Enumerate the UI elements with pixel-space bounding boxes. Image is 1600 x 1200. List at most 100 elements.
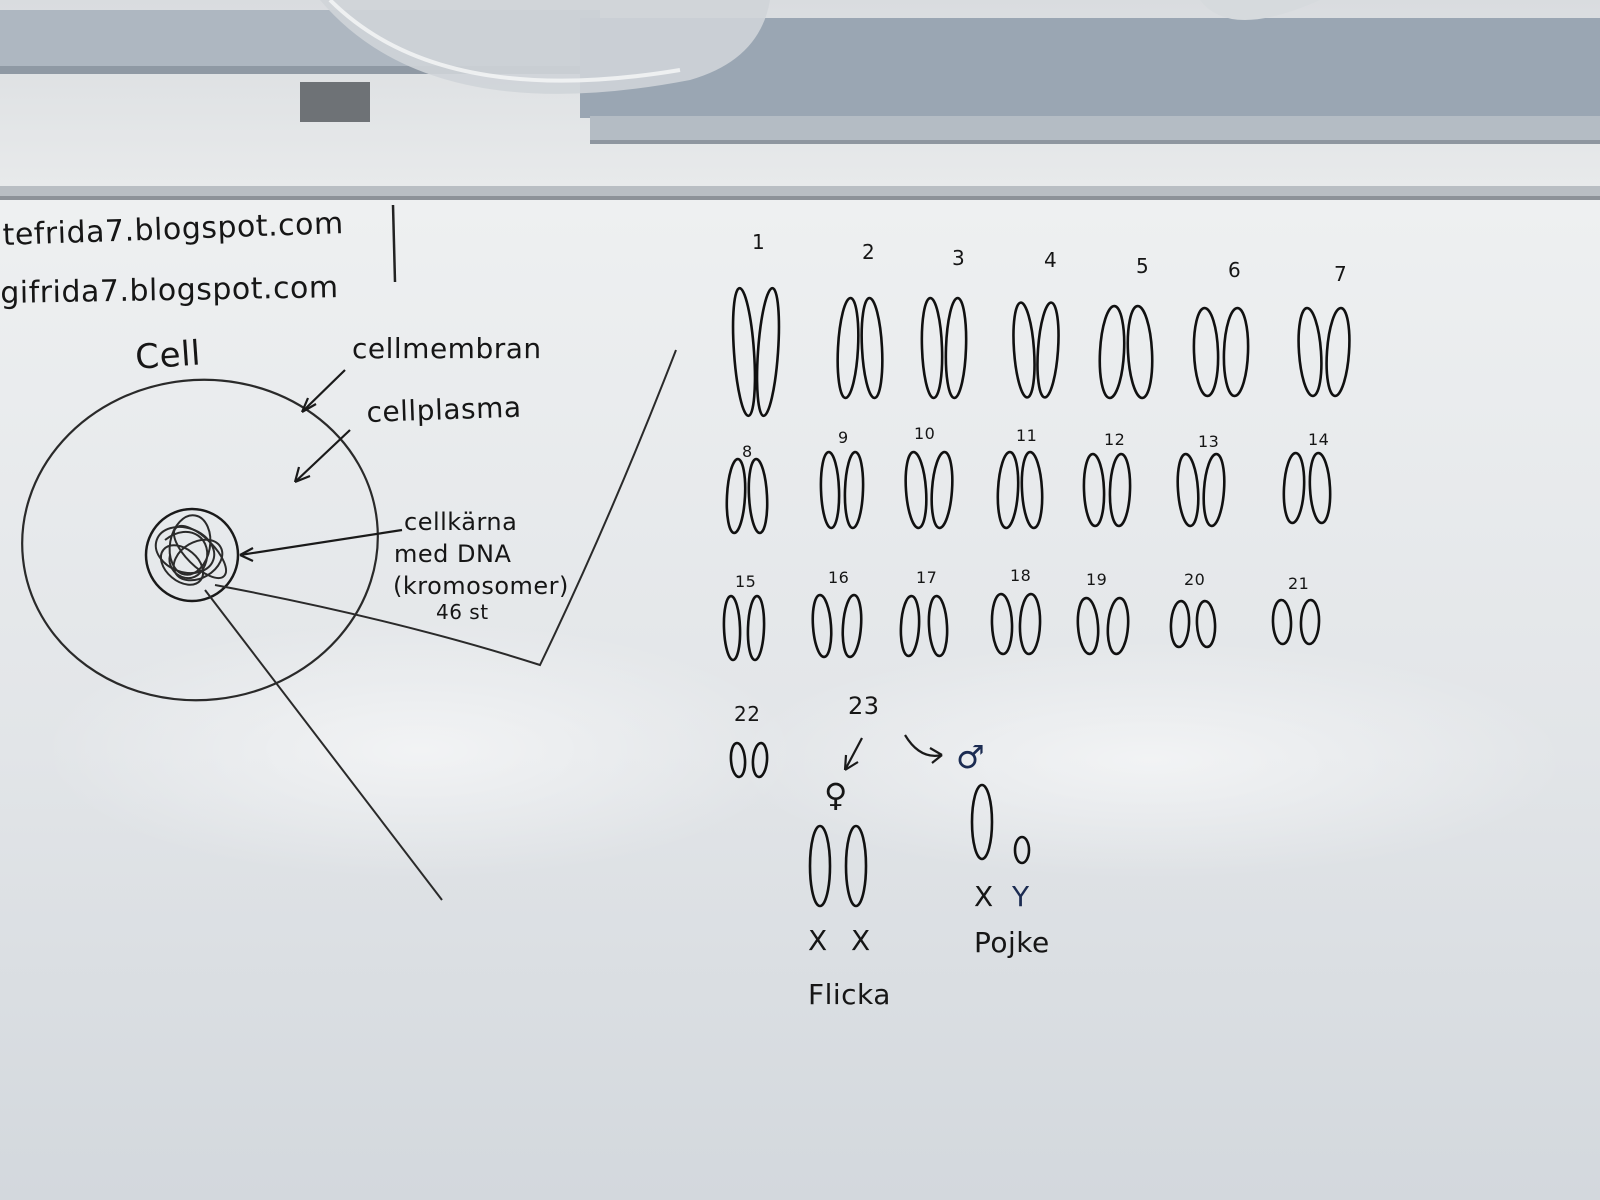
chromosome-8-b (747, 457, 769, 535)
chromosome-16-b (841, 593, 863, 659)
chromosome-pairs (722, 286, 1351, 908)
chromosome-3-a (920, 296, 944, 400)
chromosome-7-a (1297, 306, 1323, 398)
male-y-chromosome (1013, 835, 1031, 865)
chromosome-number-7: 7 (1334, 262, 1348, 286)
chromosome-22-b (751, 741, 769, 779)
chromosome-number-17: 17 (916, 568, 938, 587)
female-x-chromosome-a (808, 824, 832, 908)
nucleus-outline (144, 507, 240, 603)
chromosome-16-a (811, 593, 833, 659)
chromosome-number-2: 2 (862, 240, 876, 264)
chromosome-1-a (731, 286, 757, 418)
chromosome-19-b (1106, 596, 1130, 656)
male-x-chromosome (970, 783, 994, 861)
chromosome-number-12: 12 (1104, 430, 1126, 449)
chromosome-15-b (746, 594, 766, 662)
cell-membrane-label: cellmembran (352, 332, 542, 365)
chromosome-12-b (1108, 452, 1132, 528)
female-x-chromosome-b (844, 824, 868, 908)
female-label: Flicka (808, 978, 891, 1011)
chromosome-number-21: 21 (1288, 574, 1310, 593)
cell-outline (21, 378, 379, 702)
lamp-dome (320, 0, 770, 94)
female-x-letter-2: X (851, 924, 871, 957)
chromosome-17-b (927, 594, 949, 658)
chromosome-number-11: 11 (1016, 426, 1038, 445)
nucleus-label-1: cellkärna (404, 508, 518, 536)
chromosome-2-b (860, 296, 884, 400)
blog-url-2: gifrida7.blogspot.com (0, 270, 339, 311)
male-label: Pojke (974, 926, 1050, 959)
chromosome-number-20: 20 (1184, 570, 1206, 589)
chromosome-number-23: 23 (848, 692, 880, 720)
chromosome-number-14: 14 (1308, 430, 1330, 449)
chromosome-6-b (1222, 306, 1250, 398)
chromosome-7-b (1325, 306, 1351, 398)
zoom-line-lower (204, 589, 443, 901)
chromosome-17-a (899, 594, 921, 658)
chromosome-9-b (843, 450, 865, 530)
chromosome-10-a (904, 450, 928, 530)
chromosome-number-15: 15 (735, 572, 757, 591)
chromosome-number-4: 4 (1044, 248, 1058, 272)
chromosome-20-a (1169, 599, 1191, 649)
nucleus-label-2: med DNA (394, 540, 512, 568)
chromosome-14-b (1308, 451, 1332, 525)
wall-bracket (300, 82, 370, 122)
chromosome-number-16: 16 (828, 568, 850, 587)
chromosome-number-3: 3 (952, 246, 966, 270)
chromosome-4-b (1036, 301, 1060, 399)
chromosome-10-b (930, 450, 954, 530)
chromosome-20-b (1195, 599, 1217, 649)
chromosome-13-b (1202, 452, 1226, 528)
chromosome-22-a (729, 741, 747, 779)
chromosome-11-a (996, 450, 1020, 530)
female-x-letter-1: X (808, 924, 828, 957)
chromosome-1-b (755, 286, 781, 418)
chromosome-number-19: 19 (1086, 570, 1108, 589)
nucleus-label-4: 46 st (436, 600, 489, 624)
chromosome-14-a (1282, 451, 1306, 525)
pair23-arrows (843, 734, 943, 771)
chromosome-18-b (1018, 592, 1042, 656)
cell-title: Cell (134, 333, 203, 378)
male-y-letter: Y (1012, 880, 1030, 913)
chromosome-number-5: 5 (1136, 254, 1150, 278)
chromosome-15-a (722, 594, 742, 662)
chromosome-8-a (725, 457, 747, 535)
chromosome-19-a (1076, 596, 1100, 656)
chromosome-number-8: 8 (742, 442, 753, 461)
dna-scribble (154, 514, 227, 586)
chromosome-number-22: 22 (734, 702, 761, 726)
chromosome-12-a (1082, 452, 1106, 528)
chromosome-4-a (1012, 301, 1036, 399)
board-tray (0, 186, 1600, 196)
chromosome-5-a (1098, 304, 1126, 400)
cell-plasma-label: cellplasma (366, 390, 522, 429)
zoom-line-upper (214, 349, 677, 667)
chromosome-6-a (1192, 306, 1220, 398)
chromosome-number-9: 9 (838, 428, 849, 447)
chromosome-18-a (990, 592, 1014, 656)
chromosome-number-6: 6 (1228, 258, 1242, 282)
chromosome-3-b (944, 296, 968, 400)
label-arrows (239, 369, 403, 562)
male-symbol: ♂ (956, 738, 986, 776)
chromosome-5-b (1126, 304, 1154, 400)
nucleus-label-3: (kromosomer) (393, 572, 569, 600)
female-symbol: ♀ (824, 776, 848, 814)
chromosome-9-a (819, 450, 841, 530)
chromosome-13-a (1176, 452, 1200, 528)
chromosome-number-18: 18 (1010, 566, 1032, 585)
chromosome-number-1: 1 (752, 230, 766, 254)
chromosome-number-13: 13 (1198, 432, 1220, 451)
male-x-letter: X (974, 880, 994, 913)
chromosome-21-b (1299, 598, 1321, 646)
chromosome-2-a (836, 296, 860, 400)
chromosome-21-a (1271, 598, 1293, 646)
chromosome-number-10: 10 (914, 424, 936, 443)
chromosome-11-b (1020, 450, 1044, 530)
